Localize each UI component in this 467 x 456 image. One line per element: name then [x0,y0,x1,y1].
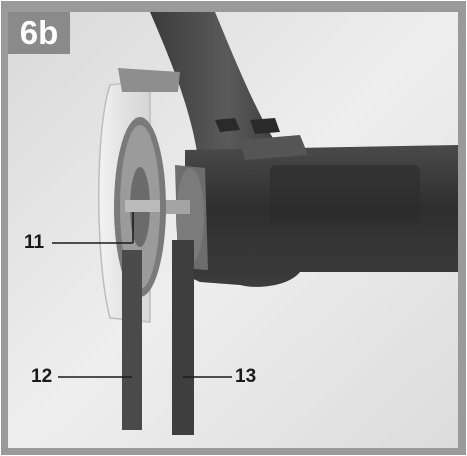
spacer-bar-12 [122,250,142,430]
grinder-handle [150,12,305,175]
guard-clamp [118,68,180,92]
figure-number-badge: 6b [8,12,70,54]
callout-12: 12 [31,366,53,387]
callout-11: 11 [24,232,45,253]
callout-13: 13 [235,366,257,387]
spacer-bar-13 [172,240,194,435]
